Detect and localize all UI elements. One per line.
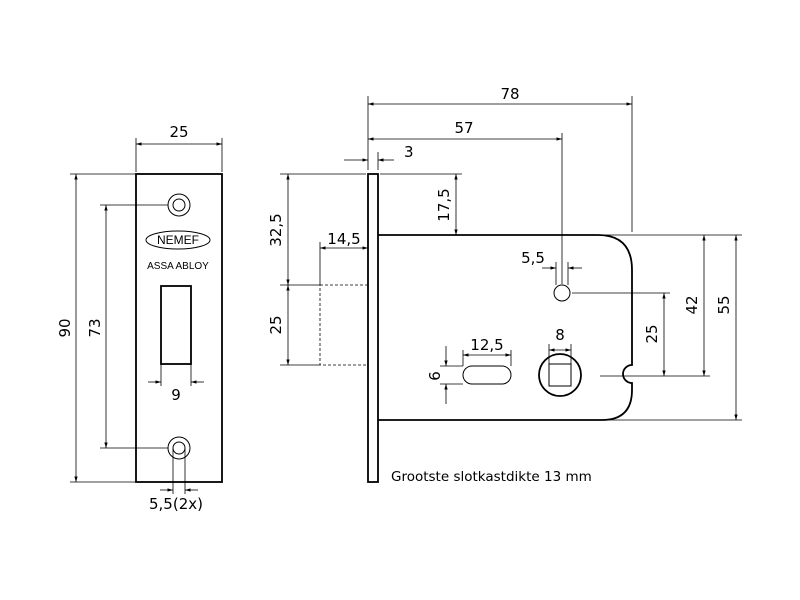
top-screw-hole-inner	[172, 198, 186, 212]
lockcase-view: 78 57 3 17,5 32,5 25 14,5 5,5	[267, 85, 742, 485]
top-screw-hole-outer	[167, 193, 191, 217]
bottom-screw-hole-outer	[167, 436, 191, 460]
brand-text: NEMEF	[157, 233, 199, 247]
dim-latch-offset: 17,5	[435, 188, 453, 221]
dim-top-to-follower: 42	[683, 295, 701, 314]
max-case-thickness-note: Grootste slotkastdikte 13 mm	[391, 469, 592, 485]
nemef-logo: NEMEF ASSA ABLOY	[145, 230, 211, 272]
dim-pin-hole: 5,5	[521, 249, 545, 267]
pin-hole	[553, 284, 571, 302]
keyhole-slot	[462, 365, 512, 385]
dim-case-height: 55	[715, 295, 733, 314]
bottom-screw-hole-inner	[172, 441, 186, 455]
dim-follower-pin: 25	[643, 324, 661, 343]
latch-bolt	[319, 284, 369, 366]
dim-hole-diameter: 5,5(2x)	[149, 495, 203, 513]
dim-faceplate-height: 90	[56, 318, 74, 337]
dim-slot-width: 9	[171, 386, 181, 404]
dim-spindle: 8	[555, 326, 565, 344]
faceplate-outline	[135, 173, 223, 483]
follower-outer	[538, 353, 582, 397]
dim-backset-follower: 57	[454, 119, 473, 137]
spindle-square	[548, 363, 572, 387]
dim-upper-height: 32,5	[267, 213, 285, 246]
latch-slot	[160, 285, 192, 365]
sub-brand-text: ASSA ABLOY	[147, 261, 209, 272]
dim-hole-spacing: 73	[86, 318, 104, 337]
faceplate-view: NEMEF ASSA ABLOY 25 90 73 9 5,5(2x)	[56, 123, 223, 513]
dim-faceplate-width: 25	[169, 123, 188, 141]
case-body	[378, 234, 633, 421]
dim-latch-height: 25	[267, 315, 285, 334]
front-plate	[367, 173, 379, 483]
dim-keyhole-width: 12,5	[470, 336, 503, 354]
dim-keyhole-height: 6	[426, 371, 444, 381]
dim-backset-total: 78	[500, 85, 519, 103]
dim-plate-thickness: 3	[404, 143, 414, 161]
dim-latch-projection: 14,5	[327, 230, 360, 248]
